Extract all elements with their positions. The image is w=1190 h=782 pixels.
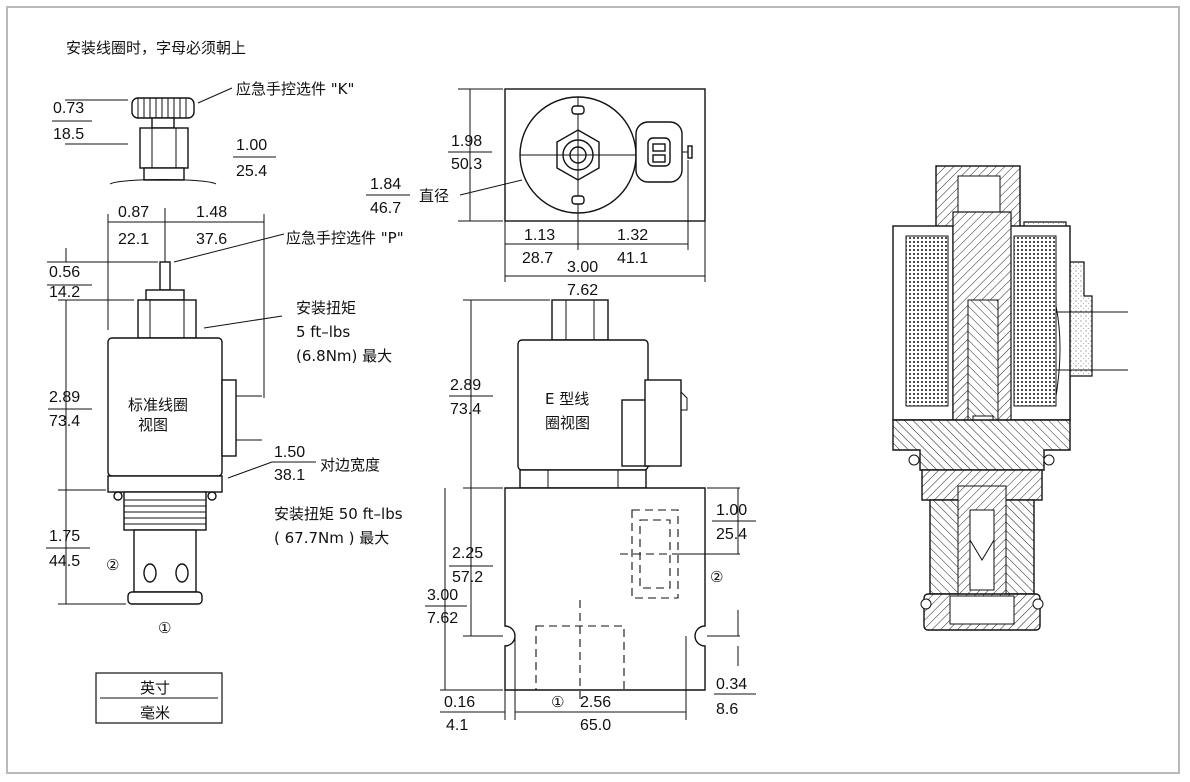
unit-legend: 英寸 毫米 — [95, 672, 223, 724]
body-h2-in: 3.00 — [427, 587, 458, 604]
off-left-mm: 4.1 — [446, 717, 468, 734]
coil-nut — [137, 299, 197, 339]
top-height-in: 1.98 — [451, 133, 482, 150]
port-h-in: 1.00 — [716, 502, 747, 519]
top-total-in: 3.00 — [567, 259, 598, 276]
front-coil-height-in: 2.89 — [450, 377, 481, 394]
top-w2-mm: 41.1 — [617, 250, 648, 267]
off-left-in: 0.16 — [444, 694, 475, 711]
cartridge-body — [133, 529, 197, 593]
left-port-1: ① — [158, 619, 171, 637]
e-coil-label-2: 圈视图 — [545, 414, 590, 432]
dim-b-mm: 37.6 — [196, 231, 227, 248]
mounting-note: 安装线圈时，字母必须朝上 — [66, 39, 246, 57]
torque-small-3: (6.8Nm) 最大 — [296, 347, 392, 365]
hex-body — [107, 475, 223, 493]
k-width-in: 1.00 — [236, 137, 267, 154]
manual-p-label: 应急手控选件 "P" — [286, 229, 404, 247]
hex-mm: 38.1 — [274, 467, 305, 484]
dim-b-in: 1.48 — [196, 204, 227, 221]
top-view: 1.98 50.3 1.84 46.7 直径 1.13 28.7 1.32 41… — [366, 88, 706, 299]
k-height-in: 0.73 — [53, 100, 84, 117]
dia-in: 1.84 — [370, 176, 401, 193]
torque-large-2: ( 67.7Nm ) 最大 — [274, 529, 389, 547]
dim-a-in: 0.87 — [118, 204, 149, 221]
manual-p-stem — [159, 261, 171, 291]
torque-small-1: 安装扭矩 — [296, 299, 356, 317]
manual-k-label: 应急手控选件 "K" — [236, 80, 354, 98]
port-h-mm: 25.4 — [716, 526, 747, 543]
front-view: E 型线 圈视图 ② 2.89 73.4 2.25 57.2 3.00 — [425, 299, 756, 734]
body-h1-in: 2.25 — [452, 545, 483, 562]
e-coil-label-1: E 型线 — [545, 390, 589, 408]
top-w1-in: 1.13 — [524, 227, 555, 244]
p-height-in: 0.56 — [49, 264, 80, 281]
top-w1-mm: 28.7 — [522, 250, 553, 267]
front-port-2: ② — [710, 568, 723, 586]
section-view — [892, 165, 1128, 631]
bottom-w-in: 2.56 — [580, 694, 611, 711]
body-h1-mm: 57.2 — [452, 569, 483, 586]
legend-mm: 毫米 — [140, 704, 170, 722]
left-port-2: ② — [106, 556, 119, 574]
k-width-mm: 25.4 — [236, 163, 267, 180]
top-height-mm: 50.3 — [451, 156, 482, 173]
torque-large-1: 安装扭矩 50 ft–lbs — [274, 505, 403, 523]
standard-coil-label-2: 视图 — [138, 416, 168, 434]
hex-in: 1.50 — [274, 444, 305, 461]
dia-label: 直径 — [419, 187, 449, 205]
manual-k-knob — [109, 97, 217, 185]
bottom-w-mm: 65.0 — [580, 717, 611, 734]
hex-label: 对边宽度 — [320, 456, 380, 474]
body-h2-mm: 7.62 — [427, 610, 458, 627]
legend-inch: 英寸 — [140, 679, 170, 697]
off-right-in: 0.34 — [716, 676, 747, 693]
body-height-mm: 44.5 — [49, 553, 80, 570]
off-right-mm: 8.6 — [716, 701, 738, 718]
top-total-mm: 7.62 — [567, 282, 598, 299]
standard-coil-label-1: 标准线圈 — [128, 396, 188, 414]
front-coil-height-mm: 73.4 — [450, 401, 481, 418]
p-height-mm: 14.2 — [49, 284, 80, 301]
coil-height-in: 2.89 — [49, 389, 80, 406]
body-height-in: 1.75 — [49, 528, 80, 545]
left-view: 0.73 18.5 应急手控选件 "K" 1.00 25.4 0.87 22.1… — [46, 80, 404, 637]
dim-a-mm: 22.1 — [118, 231, 149, 248]
k-height-mm: 18.5 — [53, 126, 84, 143]
manifold-body — [504, 487, 706, 691]
torque-small-2: 5 ft–lbs — [296, 323, 350, 341]
front-port-1: ① — [551, 693, 564, 711]
top-w2-in: 1.32 — [617, 227, 648, 244]
coil-height-mm: 73.4 — [49, 413, 80, 430]
dia-mm: 46.7 — [370, 200, 401, 217]
